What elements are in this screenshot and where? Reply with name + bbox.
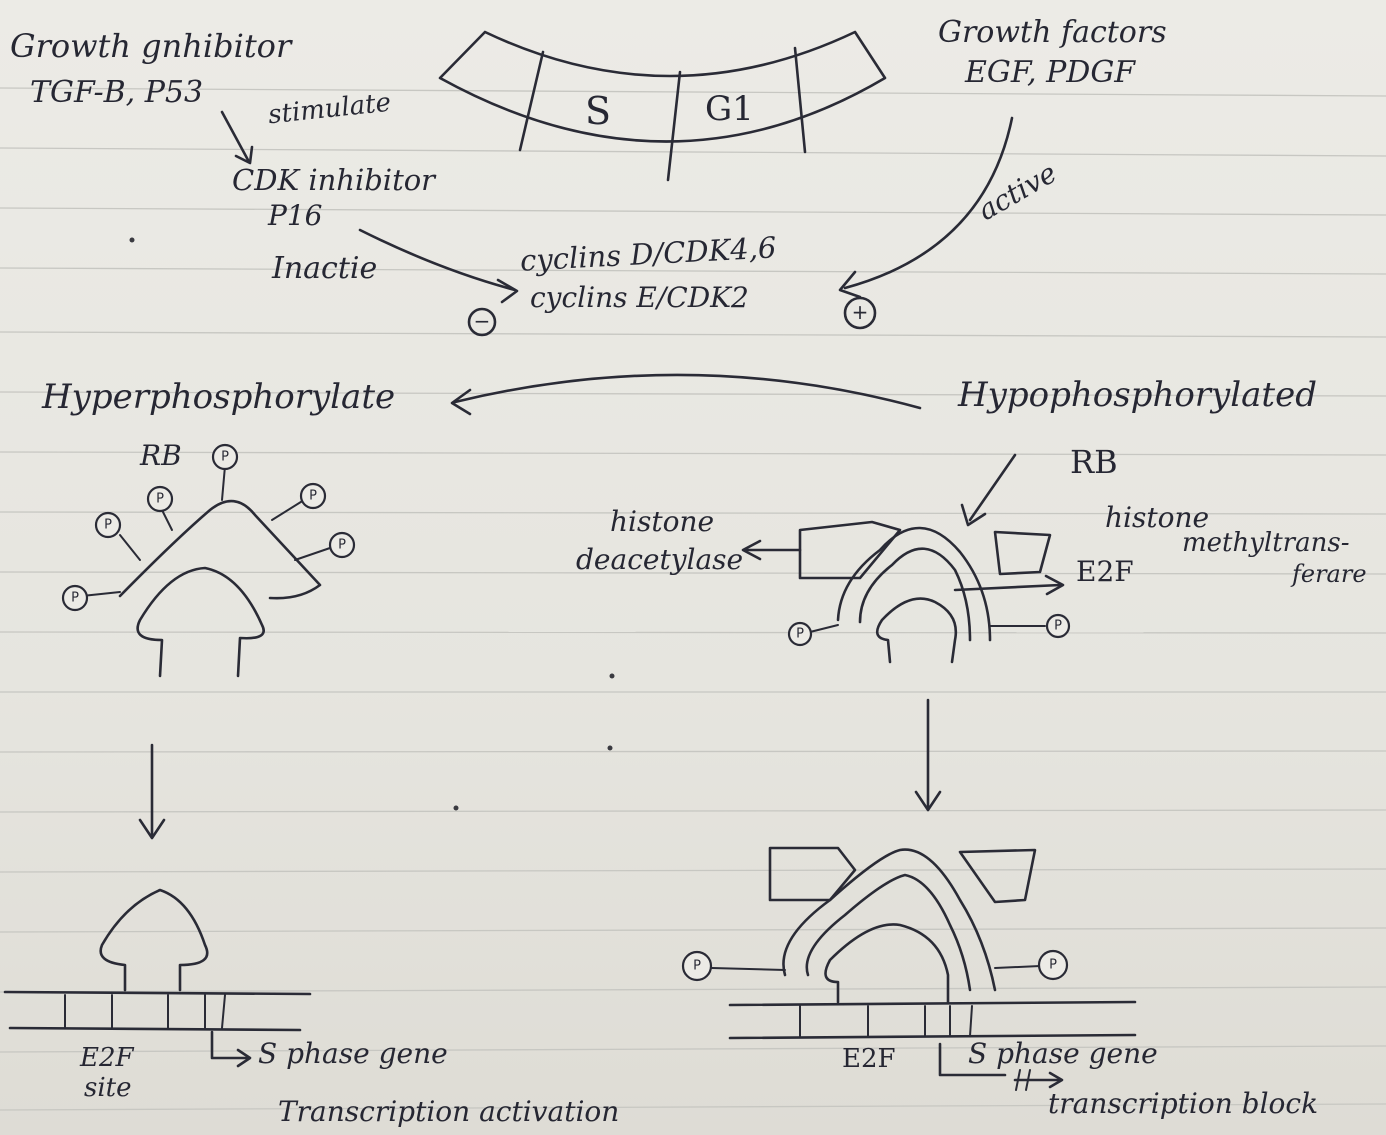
phospho-circle: P: [96, 513, 120, 537]
phospho-circle: P: [683, 952, 711, 980]
phospho-circle: P: [789, 623, 811, 645]
svg-text:P: P: [221, 450, 229, 465]
label-phase-g1: G1: [705, 92, 754, 126]
phospho-circle: P: [148, 487, 172, 511]
label-cdk-inhibitor: CDK inhibitor: [232, 166, 435, 195]
label-inactive: Inactie: [272, 254, 377, 284]
label-p16: P16: [268, 202, 322, 230]
label-hyperphosphorylate: Hyperphosphorylate: [42, 380, 395, 414]
label-e2f-site-1: E2F: [80, 1045, 134, 1071]
minus-sign: −: [474, 309, 491, 333]
label-growth-inhibitor: Growth gnhibitor: [10, 30, 291, 62]
label-growth-factors: Growth factors: [938, 18, 1167, 48]
svg-text:P: P: [796, 627, 804, 642]
phospho-circle: P: [63, 586, 87, 610]
label-rb-right: RB: [1070, 446, 1118, 478]
label-egf-pdgf: EGF, PDGF: [965, 58, 1135, 88]
phospho-circle: P: [1047, 615, 1069, 637]
phospho-circle: P: [213, 445, 237, 469]
label-phase-s: S: [585, 92, 611, 130]
label-histone-deacetylase-1: histone: [610, 508, 714, 536]
label-cyclins-e: cyclins E/CDK2: [530, 284, 749, 312]
phospho-circle: P: [1039, 951, 1067, 979]
label-sphase-gene-left: S phase gene: [258, 1040, 448, 1068]
phospho-circle: P: [301, 484, 325, 508]
svg-text:P: P: [1049, 958, 1057, 973]
label-transcription-activation: Transcription activation: [278, 1098, 619, 1126]
label-e2f-site-2: site: [84, 1075, 132, 1101]
label-e2f-bottom-right: E2F: [842, 1046, 896, 1072]
label-transcription-block: transcription block: [1048, 1090, 1318, 1118]
svg-text:P: P: [104, 518, 112, 533]
label-methyltransferase-1: methyltrans-: [1182, 530, 1350, 556]
label-methyltransferase-2: ferare: [1292, 562, 1367, 586]
label-rb-left: RB: [140, 442, 182, 470]
label-sphase-gene-right: S phase gene: [968, 1040, 1158, 1068]
label-e2f-right: E2F: [1076, 558, 1134, 586]
svg-text:P: P: [1054, 619, 1062, 634]
label-hypophosphorylated: Hypophosphorylated: [958, 378, 1317, 412]
svg-text:P: P: [156, 492, 164, 507]
phospho-circle: P: [330, 533, 354, 557]
svg-text:P: P: [309, 489, 317, 504]
svg-text:P: P: [71, 591, 79, 606]
label-histone-deacetylase-2: deacetylase: [576, 546, 743, 574]
svg-text:P: P: [338, 538, 346, 553]
plus-sign: +: [852, 300, 869, 324]
label-tgf-p53: TGF-B, P53: [30, 78, 203, 108]
svg-text:P: P: [693, 959, 701, 974]
